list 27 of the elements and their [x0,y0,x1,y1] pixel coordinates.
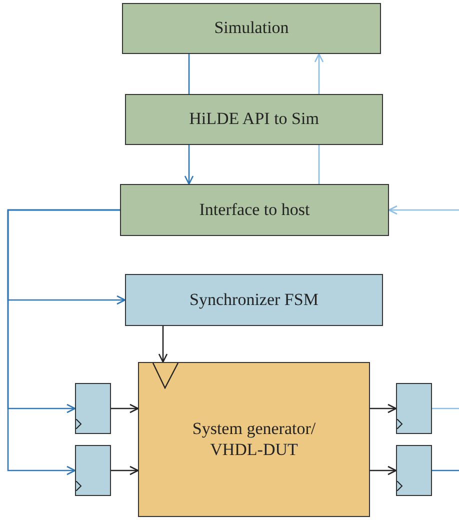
connector-line [318,145,320,184]
box-label: Simulation [214,18,289,39]
arrow [388,205,459,215]
box-label: Synchronizer FSM [190,290,318,310]
arrow [7,209,120,476]
arrow [370,404,397,414]
arrow [111,404,139,414]
arrow [158,326,168,363]
process-box [125,94,383,145]
box-label: HiLDE API to Sim [189,109,319,130]
process-box [125,274,383,326]
connector-line [188,54,190,94]
process-box [120,184,389,236]
box-label: System generator/ VHDL-DUT [191,419,317,460]
arrow [314,53,324,94]
box-label: Interface to host [199,200,310,220]
register-block [396,445,432,496]
connector-line [432,470,459,472]
arrow [370,466,397,476]
process-box [122,3,381,54]
register-block [75,445,111,496]
arrow [111,466,139,476]
register-block [75,383,111,434]
arrow [184,145,194,185]
connector-line [432,408,459,410]
process-box [138,362,370,517]
register-block [396,383,432,434]
